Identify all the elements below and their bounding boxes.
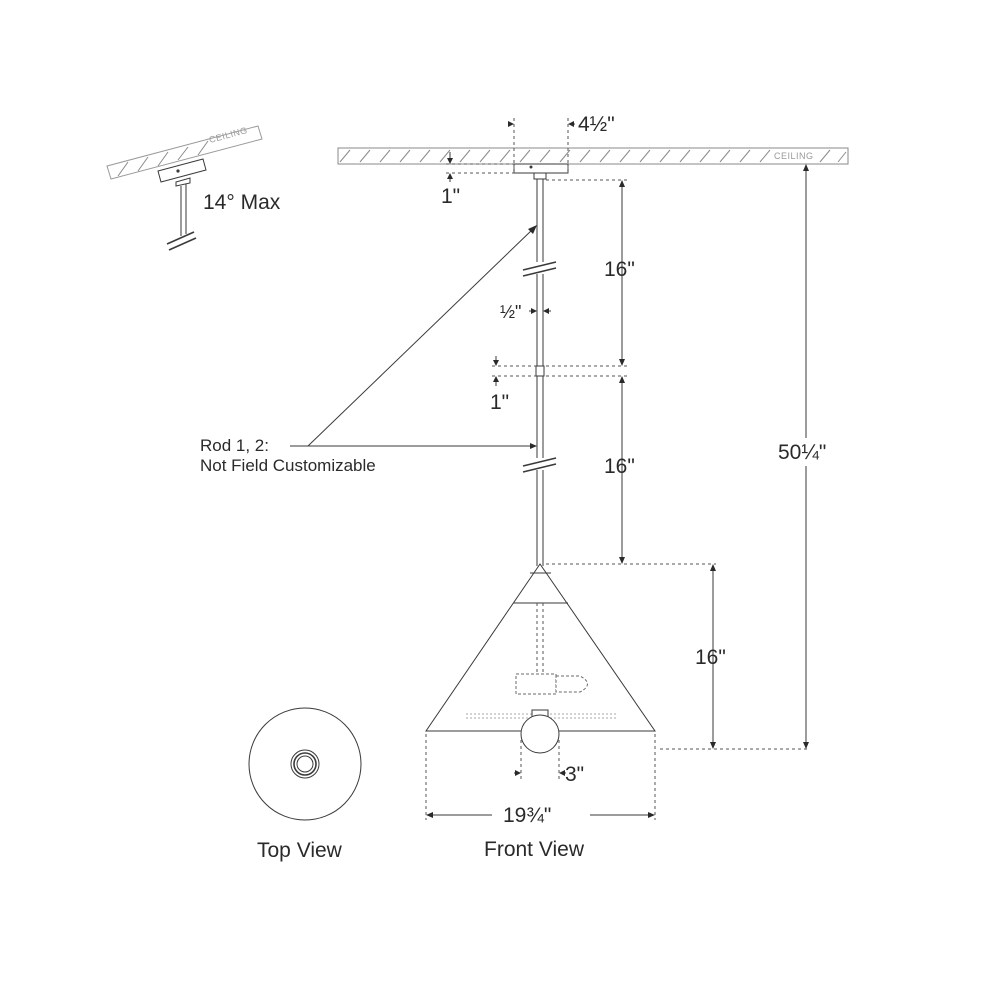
rod-note: Rod 1, 2: Not Field Customizable [200, 225, 537, 475]
canopy-width-dimension: 4½" [508, 113, 615, 173]
rod-note-line2: Not Field Customizable [200, 456, 376, 475]
tilt-ceiling-label: CEILING [208, 125, 249, 145]
rod-note-line1: Rod 1, 2: [200, 436, 269, 455]
rod-assembly [522, 179, 557, 566]
rod-joint-dimension: 1" [490, 356, 536, 414]
rod-diameter-dimension: ½" [500, 302, 551, 322]
shade-width-label: 19¾" [503, 804, 551, 827]
shade-height-label: 16" [695, 646, 726, 669]
tilt-angle-label: 14° Max [203, 191, 281, 214]
front-view-caption: Front View [484, 838, 585, 861]
shade [425, 563, 656, 732]
tilt-rod [166, 184, 197, 251]
rod-joint-label: 1" [490, 391, 509, 414]
bulb-width-dimension: 3" [514, 740, 584, 786]
front-view: CEILING 4½" 1" [200, 113, 849, 861]
rod-diameter-label: ½" [500, 302, 521, 322]
rod-lower-length-label: 16" [604, 455, 635, 478]
overall-height-label: 50¼" [778, 441, 826, 464]
bulb-width-label: 3" [565, 763, 584, 786]
canopy-height-dimension: 1" [441, 152, 514, 208]
rod-upper-length-label: 16" [604, 258, 635, 281]
canopy [513, 163, 569, 180]
tilt-detail: CEILING 14° Max [106, 125, 281, 251]
tilt-canopy [157, 158, 207, 187]
front-ceiling-label: CEILING [774, 151, 814, 161]
top-view-caption: Top View [257, 839, 343, 862]
ceiling: CEILING [337, 147, 849, 165]
canopy-height-label: 1" [441, 185, 460, 208]
rod-lower-dimension: 16" [546, 375, 716, 565]
bulb [426, 709, 655, 754]
shade-width-dimension: 19¾" [425, 734, 656, 827]
overall-height-dimension: 50¼" [774, 164, 836, 749]
top-view: Top View [248, 707, 362, 862]
shade-height-dimension: 16" [660, 564, 810, 750]
canopy-width-label: 4½" [578, 113, 615, 136]
rod-upper-dimension: 16" [546, 179, 635, 367]
